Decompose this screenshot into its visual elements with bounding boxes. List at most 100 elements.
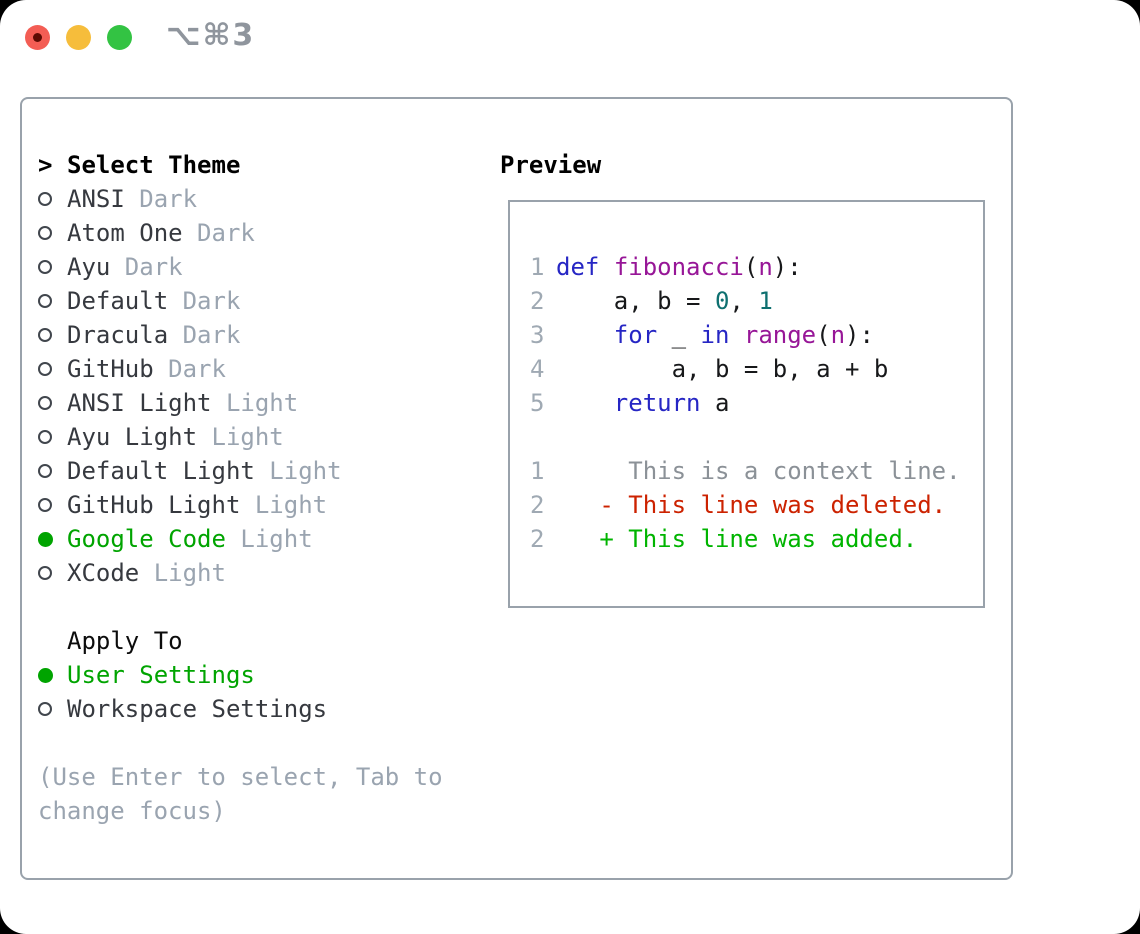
code-token: range: [743, 321, 817, 349]
radio-circle-icon: [38, 498, 52, 512]
radio-circle-icon: [38, 328, 52, 342]
code-line: 2 - This line was deleted.: [530, 488, 961, 522]
theme-variant-badge: Dark: [182, 219, 255, 247]
theme-name: Google Code: [67, 525, 226, 553]
theme-option-default-dark[interactable]: Default Dark: [38, 284, 342, 318]
line-number: 3: [530, 321, 545, 349]
theme-name: Ayu Light: [67, 423, 198, 451]
apply-option-user-settings[interactable]: User Settings: [38, 658, 342, 692]
code-token: a, b = b, a + b: [556, 355, 889, 383]
theme-name: Default: [67, 287, 169, 315]
code-line: 4 a, b = b, a + b: [530, 352, 961, 386]
theme-option-xcode-light[interactable]: XCode Light: [38, 556, 342, 590]
theme-variant-badge: Light: [139, 559, 226, 587]
minimize-button[interactable]: [66, 25, 91, 50]
theme-option-github-dark[interactable]: GitHub Dark: [38, 352, 342, 386]
theme-name: Ayu: [67, 253, 111, 281]
theme-name: GitHub Light: [67, 491, 241, 519]
radio-circle-icon: [38, 566, 52, 580]
code-token: ,: [729, 287, 759, 315]
radio-circle-icon: [38, 192, 52, 206]
code-token: This is a context line.: [556, 457, 961, 485]
radio-circle-icon: [38, 226, 52, 240]
code-token: in: [700, 321, 730, 349]
code-line: 2 a, b = 0, 1: [530, 284, 961, 318]
close-button[interactable]: [25, 25, 50, 50]
apply-option-workspace-settings[interactable]: Workspace Settings: [38, 692, 342, 726]
code-token: - This line was deleted.: [556, 491, 947, 519]
code-token: [599, 253, 613, 281]
apply-to-label: Apply To: [67, 627, 183, 655]
radio-circle-icon: [38, 294, 52, 308]
code-token: [729, 321, 743, 349]
theme-variant-badge: Dark: [110, 253, 183, 281]
theme-option-github-light-light[interactable]: GitHub Light Light: [38, 488, 342, 522]
apply-option-label: User Settings: [67, 661, 255, 689]
line-number: 1: [530, 457, 545, 485]
code-token: (: [743, 253, 759, 281]
theme-option-atom-one-dark[interactable]: Atom One Dark: [38, 216, 342, 250]
code-token: a, b =: [556, 287, 715, 315]
theme-option-google-code-light[interactable]: Google Code Light: [38, 522, 342, 556]
theme-name: ANSI Light: [67, 389, 212, 417]
theme-variant-badge: Dark: [153, 355, 226, 383]
theme-name: Atom One: [67, 219, 183, 247]
code-token: 0: [714, 287, 730, 315]
code-token: def: [556, 253, 600, 281]
code-token: _: [657, 321, 701, 349]
line-number: 4: [530, 355, 545, 383]
code-token: return: [613, 389, 701, 417]
code-token: n: [758, 253, 773, 281]
code-token: (: [816, 321, 831, 349]
code-token: n: [830, 321, 846, 349]
apply-to-header: Apply To: [38, 624, 342, 658]
code-token: [556, 321, 614, 349]
radio-selected-icon: [38, 667, 53, 683]
theme-option-ayu-dark[interactable]: Ayu Dark: [38, 250, 342, 284]
code-token: fibonacci: [613, 253, 744, 281]
apply-option-label: Workspace Settings: [67, 695, 328, 723]
code-line: [530, 420, 961, 454]
line-number: 2: [530, 491, 545, 519]
keyboard-hint: (Use Enter to select, Tab to change focu…: [38, 763, 443, 825]
radio-selected-icon: [38, 531, 53, 547]
theme-name: XCode: [67, 559, 140, 587]
theme-option-ansi-light-light[interactable]: ANSI Light Light: [38, 386, 342, 420]
preview-header: Preview: [500, 151, 602, 179]
prompt-caret-icon: >: [38, 151, 53, 179]
code-token: a: [700, 389, 730, 417]
theme-name: GitHub: [67, 355, 154, 383]
code-token: for: [613, 321, 658, 349]
theme-option-ansi-dark[interactable]: ANSI Dark: [38, 182, 342, 216]
close-dot-icon: [33, 33, 42, 42]
theme-option-default-light-light[interactable]: Default Light Light: [38, 454, 342, 488]
code-token: [556, 389, 614, 417]
radio-circle-icon: [38, 430, 52, 444]
theme-variant-badge: Light: [197, 423, 284, 451]
theme-variant-badge: Dark: [168, 287, 241, 315]
theme-variant-badge: Light: [225, 525, 313, 553]
theme-option-dracula-dark[interactable]: Dracula Dark: [38, 318, 342, 352]
radio-circle-icon: [38, 396, 52, 410]
spacer-row: [38, 590, 342, 624]
theme-variant-badge: Dark: [124, 185, 198, 213]
zoom-button[interactable]: [107, 25, 132, 50]
code-line: 5 return a: [530, 386, 961, 420]
code-line: 2 + This line was added.: [530, 522, 961, 556]
window-title: ⌥⌘3: [166, 18, 256, 53]
theme-option-ayu-light-light[interactable]: Ayu Light Light: [38, 420, 342, 454]
code-line: 1 This is a context line.: [530, 454, 961, 488]
theme-name: Dracula: [67, 321, 169, 349]
line-number: 2: [530, 525, 545, 553]
select-theme-label: Select Theme: [67, 151, 241, 179]
line-number: 5: [530, 389, 545, 417]
code-line: 3 for _ in range(n):: [530, 318, 961, 352]
theme-name: Default Light: [67, 457, 255, 485]
code-token: ):: [845, 321, 874, 349]
theme-name: ANSI: [67, 185, 125, 213]
code-token: 1: [758, 287, 773, 315]
